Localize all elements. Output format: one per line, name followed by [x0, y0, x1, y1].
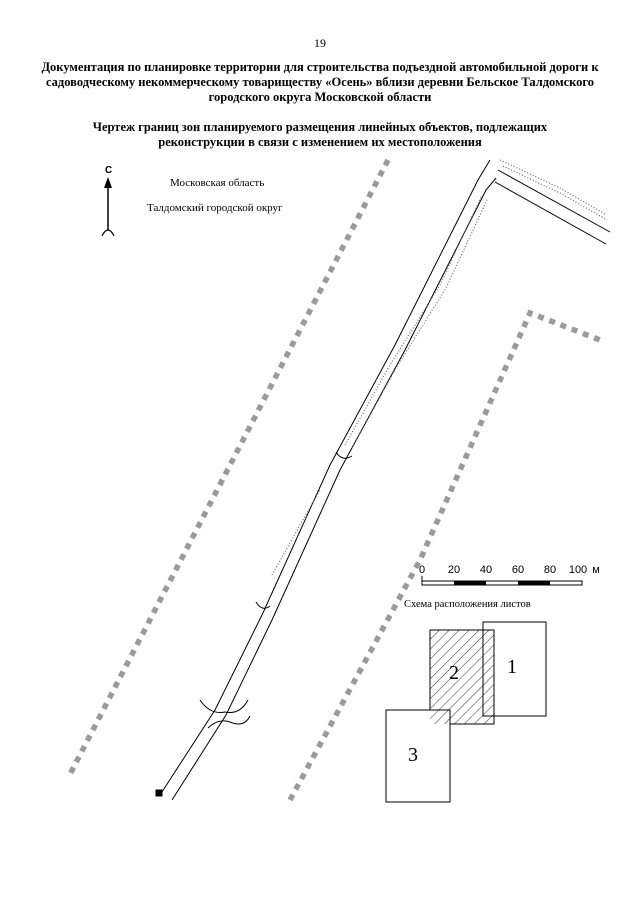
layout-scheme-title: Схема расположения листов	[404, 599, 531, 610]
scale-unit-label: м	[592, 564, 600, 576]
road-lines	[155, 159, 611, 801]
scale-tick-label: 0	[418, 564, 426, 576]
sheet-3-label: 3	[408, 744, 418, 766]
scale-bar-labels: 0 20 40 60 80 100 м	[410, 564, 610, 580]
sheet-3-frame	[385, 709, 451, 803]
north-arrow-icon	[101, 177, 115, 237]
sheet-2-frame	[429, 629, 495, 725]
roadside-hatch	[271, 159, 608, 576]
scale-tick-label: 80	[543, 564, 557, 576]
scale-tick-label: 20	[447, 564, 461, 576]
region-label: Московская область	[170, 177, 265, 189]
page-number: 19	[314, 36, 326, 50]
zone-boundary-right	[287, 309, 601, 802]
compass-letter: С	[105, 165, 113, 176]
sheet-1-label: 1	[507, 656, 517, 678]
layout-scheme	[385, 621, 547, 803]
document-title: Документация по планировке территории дл…	[41, 60, 599, 104]
scale-tick-label: 100	[568, 564, 588, 576]
drawing-subtitle: Чертеж границ зон планируемого размещени…	[92, 120, 548, 149]
district-label: Талдомский городской округ	[147, 202, 283, 214]
scale-tick-label: 60	[511, 564, 525, 576]
scale-bar	[421, 576, 583, 586]
sheet-2-label: 2	[449, 662, 459, 684]
zone-boundary-left	[65, 158, 391, 780]
scale-tick-label: 40	[479, 564, 493, 576]
